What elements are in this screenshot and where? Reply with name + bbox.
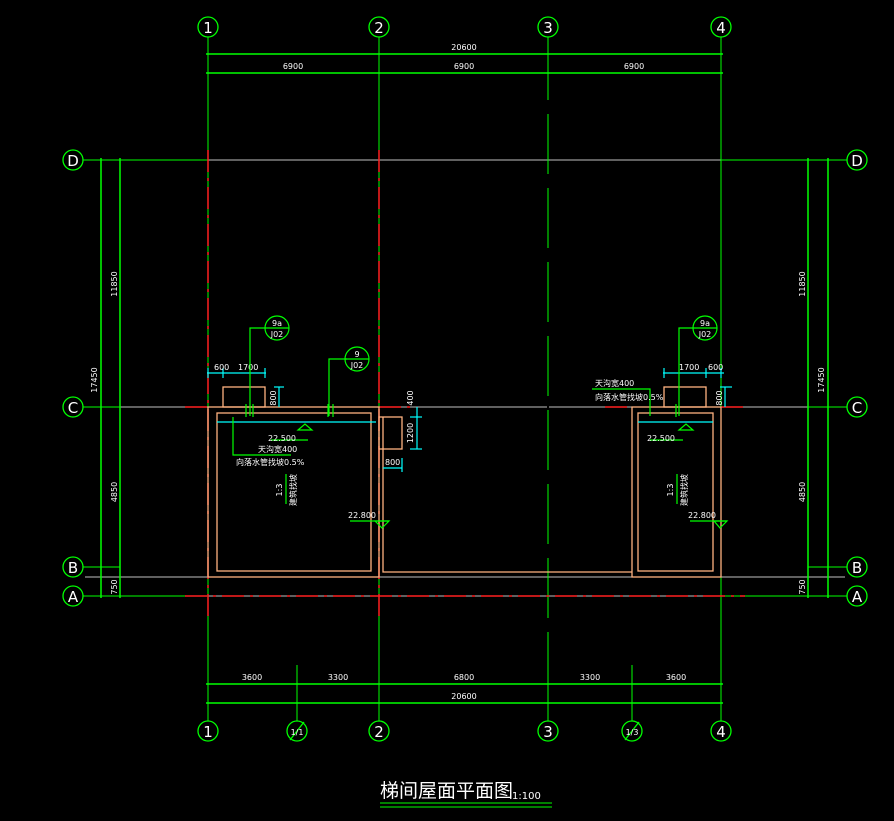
right-roof-note: 建筑找坡 bbox=[679, 474, 689, 506]
dim-left-2: 4850 bbox=[110, 482, 119, 502]
center-lines bbox=[185, 150, 745, 622]
grid-lines bbox=[85, 159, 845, 597]
dim-top-3: 6900 bbox=[624, 62, 644, 71]
left-dim-800: 800 bbox=[269, 390, 278, 405]
left-dim-600: 600 bbox=[214, 363, 229, 372]
detail-left-b-top: 9 bbox=[354, 350, 359, 359]
right-elev-bottom: 22.800 bbox=[688, 511, 716, 520]
axis-label-right-d: D bbox=[851, 152, 863, 170]
axis-label-right-b: B bbox=[852, 559, 862, 577]
left-elev-bottom: 22.800 bbox=[348, 511, 376, 520]
dim-bottom-4: 3300 bbox=[580, 673, 600, 682]
axis-label-left-a: A bbox=[68, 588, 79, 606]
left-room-outer bbox=[207, 406, 380, 578]
axis-label-bottom-1: 1 bbox=[203, 723, 213, 741]
axis-label-right-a: A bbox=[852, 588, 863, 606]
detail-left-b-bottom: J02 bbox=[350, 361, 364, 370]
left-dim-1700: 1700 bbox=[238, 363, 258, 372]
dimension-lines bbox=[100, 53, 829, 704]
axis-label-top-4: 4 bbox=[716, 19, 726, 37]
dim-top-1: 6900 bbox=[283, 62, 303, 71]
left-parapet-box bbox=[222, 386, 266, 408]
dim-top-total: 20600 bbox=[451, 43, 476, 52]
right-slope-note: 向落水管找坡0.5% bbox=[595, 392, 664, 402]
axis-label-top-3: 3 bbox=[543, 19, 553, 37]
leaders bbox=[232, 315, 729, 529]
dim-right-1: 11850 bbox=[798, 271, 807, 296]
dim-bottom-total: 20600 bbox=[451, 692, 476, 701]
dim-bottom-5: 3600 bbox=[666, 673, 686, 682]
left-roof-note: 建筑找坡 bbox=[288, 474, 298, 506]
left-dim-400: 400 bbox=[406, 390, 415, 405]
dim-right-3: 750 bbox=[798, 579, 807, 594]
detail-left-a-top: 9a bbox=[272, 319, 282, 328]
drawing-title: 梯间屋面平面图 bbox=[380, 780, 513, 802]
left-room-inner bbox=[216, 412, 372, 572]
right-roof-slope: 1:3 bbox=[666, 484, 675, 497]
left-side-box bbox=[378, 416, 403, 450]
dim-left-3: 750 bbox=[110, 579, 119, 594]
left-dim-800b: 800 bbox=[385, 458, 400, 467]
detail-left-a-bottom: J02 bbox=[270, 330, 284, 339]
left-roof-slope: 1:3 bbox=[275, 484, 284, 497]
dim-right-2: 4850 bbox=[798, 482, 807, 502]
axis-label-top-2: 2 bbox=[374, 19, 384, 37]
axis-bubbles bbox=[62, 16, 868, 742]
left-gutter-note: 天沟宽400 bbox=[258, 444, 297, 454]
axis-label-bottom-1-3: 1/3 bbox=[626, 728, 639, 737]
dim-left-1: 11850 bbox=[110, 271, 119, 296]
dim-left-total: 17450 bbox=[90, 367, 99, 392]
detail-right-bottom: J02 bbox=[698, 330, 712, 339]
left-dim-1200: 1200 bbox=[406, 423, 415, 443]
axis-label-left-c: C bbox=[68, 399, 78, 417]
drawing-scale: 1:100 bbox=[512, 791, 541, 802]
axis-label-right-c: C bbox=[852, 399, 862, 417]
gutter-dimensions bbox=[207, 368, 732, 472]
walls bbox=[207, 386, 722, 578]
axis-label-top-1: 1 bbox=[203, 19, 213, 37]
axis-label-left-d: D bbox=[67, 152, 79, 170]
dim-bottom-1: 3600 bbox=[242, 673, 262, 682]
axis-label-left-b: B bbox=[68, 559, 78, 577]
right-dim-1700: 1700 bbox=[679, 363, 699, 372]
right-elev-top: 22.500 bbox=[647, 434, 675, 443]
axis-label-bottom-1-1: 1/1 bbox=[291, 728, 304, 737]
left-elev-top: 22.500 bbox=[268, 434, 296, 443]
dim-right-total: 17450 bbox=[817, 367, 826, 392]
dim-bottom-3: 6800 bbox=[454, 673, 474, 682]
right-gutter-note: 天沟宽400 bbox=[595, 378, 634, 388]
right-dim-800: 800 bbox=[715, 390, 724, 405]
right-parapet-box bbox=[663, 386, 707, 408]
dim-bottom-2: 3300 bbox=[328, 673, 348, 682]
axis-label-bottom-3: 3 bbox=[543, 723, 553, 741]
dim-top-2: 6900 bbox=[454, 62, 474, 71]
axis-label-bottom-2: 2 bbox=[374, 723, 384, 741]
left-slope-note: 向落水管找坡0.5% bbox=[236, 457, 305, 467]
axis-label-bottom-4: 4 bbox=[716, 723, 726, 741]
detail-right-top: 9a bbox=[700, 319, 710, 328]
right-dim-600: 600 bbox=[708, 363, 723, 372]
axis-lines bbox=[83, 37, 847, 721]
